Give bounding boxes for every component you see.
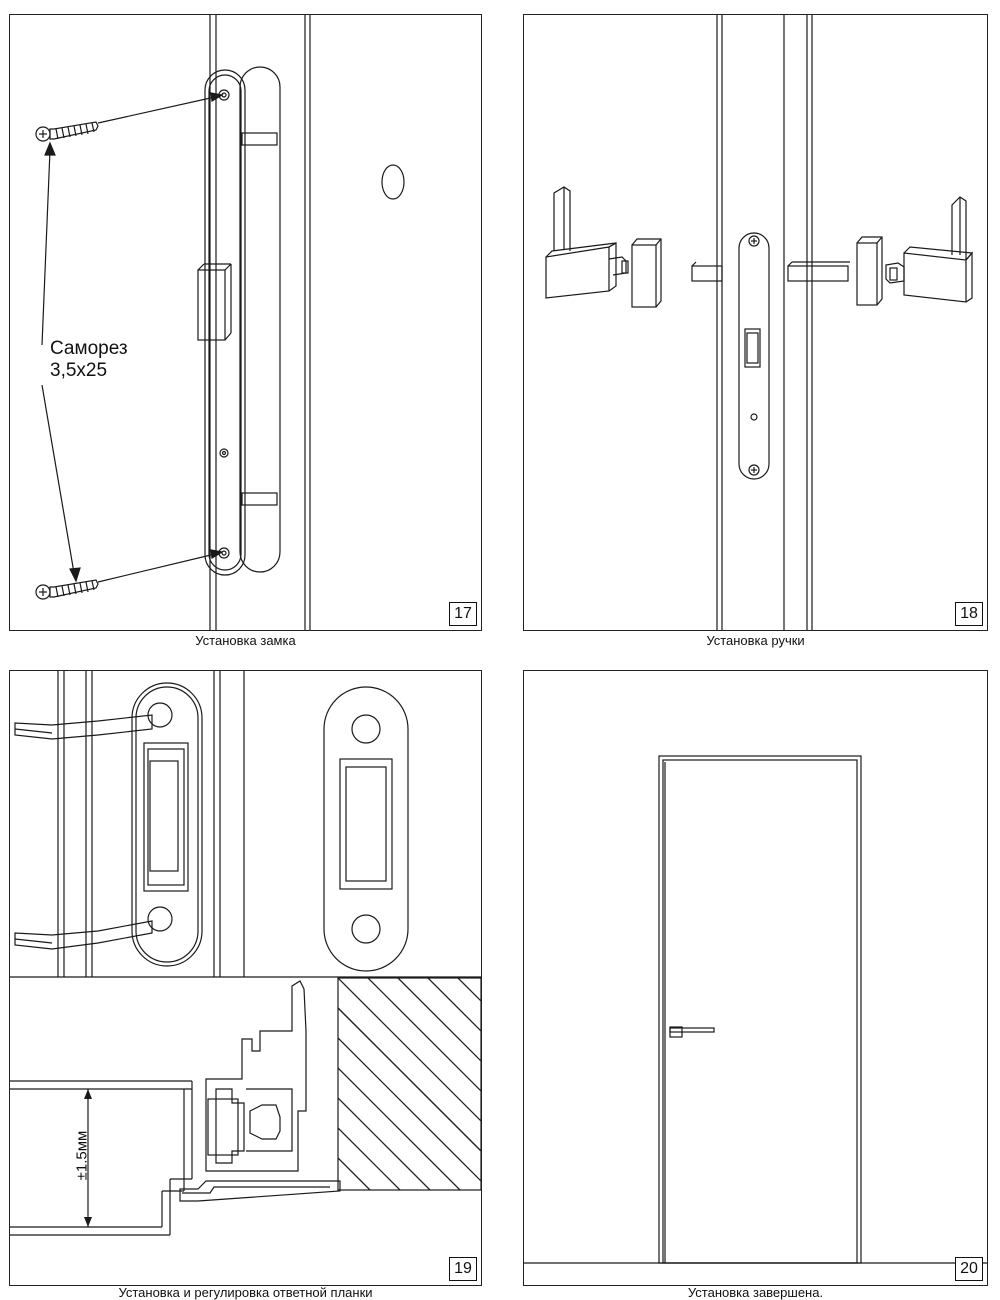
door-frame (658, 755, 862, 1264)
step-panel-19: ±1.5мм 19 (9, 670, 482, 1286)
handle-installation-drawing (545, 15, 974, 630)
lock-faceplate (204, 69, 246, 576)
screw-bottom-icon (35, 579, 99, 600)
frame-section (10, 1080, 193, 1236)
step-caption-20: Установка завершена. (687, 1285, 824, 1300)
handle-hole (381, 164, 405, 200)
screw-label-name: Саморез (50, 338, 128, 359)
rosette-left-icon (631, 238, 662, 308)
lock-body-back (239, 66, 281, 573)
door-handle-icon (669, 1026, 715, 1038)
screw-top-icon (35, 121, 99, 142)
handle-left-icon (545, 186, 629, 299)
step-number-badge: 19 (449, 1257, 477, 1281)
step-caption-19: Установка и регулировка ответной планки (118, 1285, 373, 1300)
screw-label: Саморез 3,5x25 (50, 338, 128, 382)
spindle-right (787, 265, 849, 282)
strike-plate-front (323, 686, 409, 972)
door-profile (179, 980, 341, 1202)
step-panel-17: Саморез 3,5x25 17 (9, 14, 482, 631)
step-number-badge: 17 (449, 602, 477, 626)
step-caption-17: Установка замка (195, 633, 296, 648)
step-panel-18: 18 (523, 14, 988, 631)
strike-plate-drawing (10, 671, 481, 1236)
step-number-badge: 20 (955, 1257, 983, 1281)
door-leaf (662, 759, 858, 1264)
step-panel-20: 20 (523, 670, 988, 1286)
gap-dimension-label: ±1.5мм (73, 1130, 91, 1181)
lock-faceplate (738, 232, 770, 480)
finished-door-drawing (524, 755, 987, 1264)
step-caption-18: Установка ручки (706, 633, 805, 648)
wall-block (337, 977, 481, 1191)
lock-installation-drawing (35, 15, 405, 630)
handle-right-icon (885, 196, 974, 303)
step-number-badge: 18 (955, 602, 983, 626)
strike-plate-installed (131, 682, 203, 967)
rosette-right-icon (856, 236, 883, 306)
latch-bolt (197, 269, 226, 341)
spindle-left (691, 265, 723, 282)
screw-label-size: 3,5x25 (50, 360, 108, 381)
